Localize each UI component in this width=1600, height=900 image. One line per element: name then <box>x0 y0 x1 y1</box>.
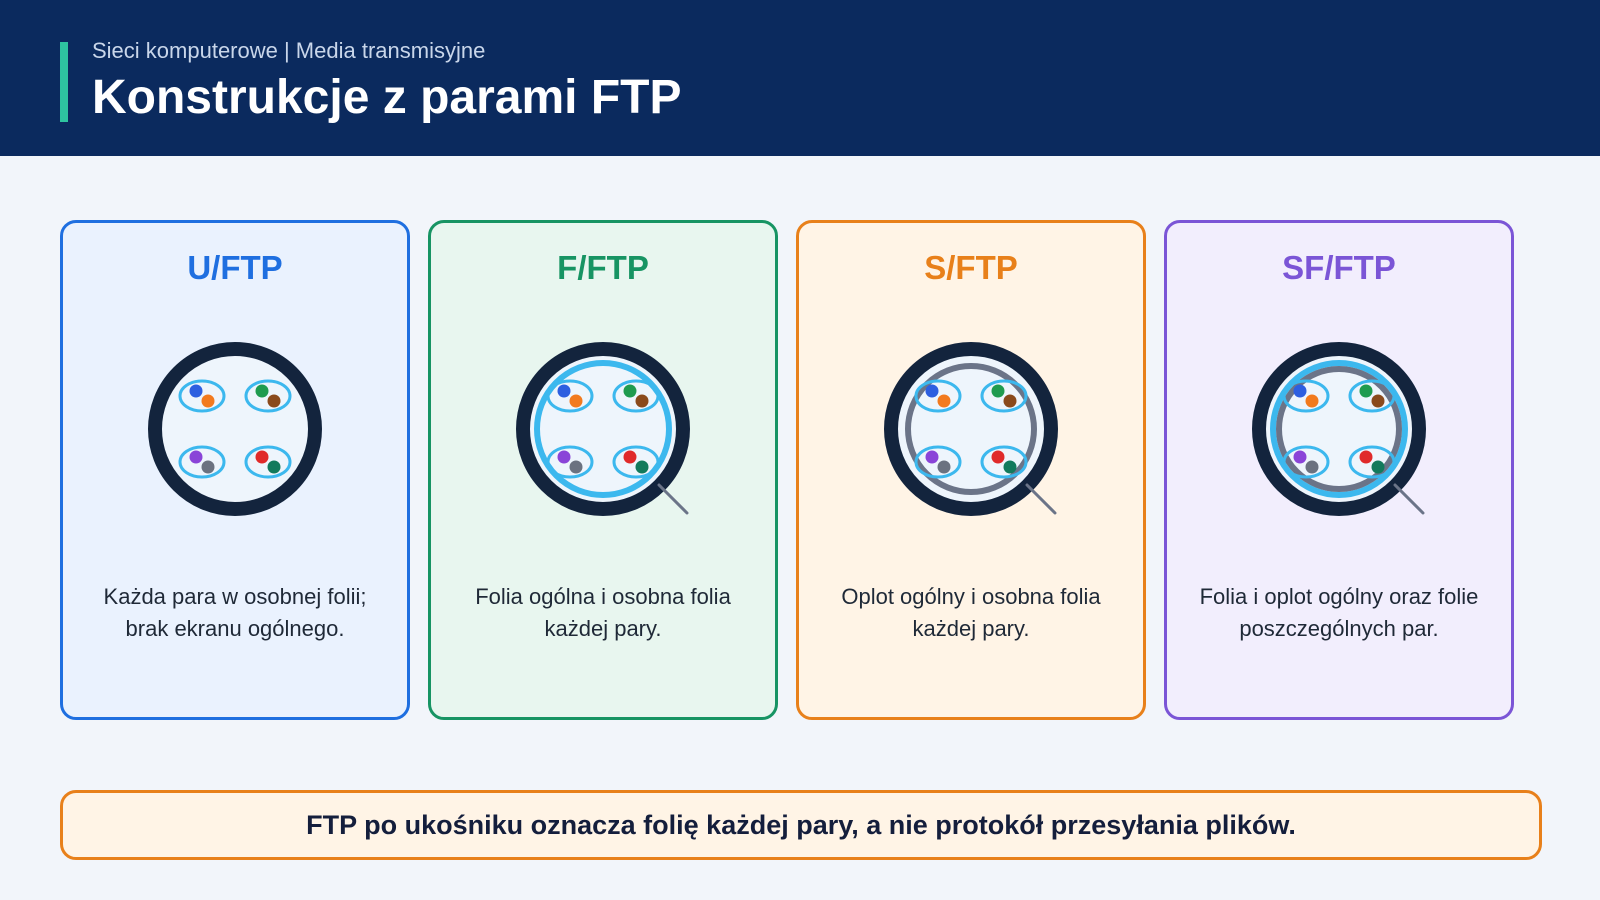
wire-conductor <box>201 394 215 408</box>
drain-wire <box>657 483 689 515</box>
pair-foil <box>244 445 292 479</box>
wire-conductor <box>925 450 939 464</box>
card-sftp: S/FTP Oplot ogólny i osobna folia każdej… <box>796 220 1146 720</box>
wire-conductor <box>937 460 951 474</box>
overall-braid-shield <box>1276 366 1402 492</box>
header-accent-bar <box>60 42 68 122</box>
card-description: Folia i oplot ogólny oraz folie poszczeg… <box>1199 584 1479 641</box>
card-title: SF/FTP <box>1282 249 1396 286</box>
wire-conductor <box>569 394 583 408</box>
card-title: F/FTP <box>557 249 649 286</box>
wire-conductor <box>1371 394 1385 408</box>
card-title: U/FTP <box>187 249 283 286</box>
wire-conductor <box>623 450 637 464</box>
wire-conductor <box>937 394 951 408</box>
pair-foil <box>178 379 226 413</box>
card-sfftp: SF/FTP Folia i oplot ogólny oraz folie p… <box>1164 220 1514 720</box>
wire-conductor <box>1003 394 1017 408</box>
overall-braid-shield <box>905 363 1037 495</box>
header-banner: Sieci komputerowe | Media transmisyjne K… <box>0 0 1600 156</box>
cable-cross-section-fftp <box>516 342 690 516</box>
footnote-box: FTP po ukośniku oznacza folię każdej par… <box>60 790 1542 860</box>
header-subtitle: Sieci komputerowe | Media transmisyjne <box>92 38 486 63</box>
card-description: Folia ogólna i osobna folia każdej pary. <box>475 584 731 641</box>
wire-conductor <box>1305 460 1319 474</box>
pair-foil <box>546 445 594 479</box>
wire-conductor <box>635 460 649 474</box>
footnote-text: FTP po ukośniku oznacza folię każdej par… <box>306 809 1296 840</box>
card-uftp: U/FTP Każda para w osobnej folii; brak e… <box>60 220 410 720</box>
wire-conductor <box>255 384 269 398</box>
cable-cross-section-uftp <box>148 342 322 516</box>
cable-jacket <box>148 342 322 516</box>
pair-foil <box>612 379 660 413</box>
wire-conductor <box>1359 450 1373 464</box>
pair-foil <box>980 445 1028 479</box>
wire-conductor <box>991 384 1005 398</box>
wire-conductor <box>255 450 269 464</box>
card-description: Każda para w osobnej folii; brak ekranu … <box>103 584 367 641</box>
wire-conductor <box>1305 394 1319 408</box>
wire-conductor <box>925 384 939 398</box>
overall-foil-shield <box>534 360 672 498</box>
pair-foil <box>546 379 594 413</box>
pair-foil <box>914 379 962 413</box>
wire-conductor <box>1003 460 1017 474</box>
pair-foil <box>612 445 660 479</box>
wire-conductor <box>557 450 571 464</box>
wire-conductor <box>201 460 215 474</box>
pair-foil <box>914 445 962 479</box>
wire-conductor <box>557 384 571 398</box>
wire-conductor <box>189 450 203 464</box>
pair-foil <box>244 379 292 413</box>
pair-foil <box>178 445 226 479</box>
cable-cross-section-sfftp <box>1252 342 1426 516</box>
card-description: Oplot ogólny i osobna folia każdej pary. <box>841 584 1101 641</box>
wire-conductor <box>569 460 583 474</box>
card-fftp: F/FTP Folia ogólna i osobna folia każdej… <box>428 220 778 720</box>
wire-conductor <box>635 394 649 408</box>
drain-wire <box>1025 483 1057 515</box>
overall-foil-shield <box>1270 360 1408 498</box>
wire-conductor <box>1293 384 1307 398</box>
wire-conductor <box>189 384 203 398</box>
pair-foil <box>1282 379 1330 413</box>
cable-cross-section-sftp <box>884 342 1058 516</box>
card-title: S/FTP <box>924 249 1018 286</box>
wire-conductor <box>267 394 281 408</box>
drain-wire <box>1393 483 1425 515</box>
wire-conductor <box>1359 384 1373 398</box>
pair-foil <box>1348 379 1396 413</box>
wire-conductor <box>1371 460 1385 474</box>
wire-conductor <box>623 384 637 398</box>
wire-conductor <box>991 450 1005 464</box>
page-title: Konstrukcje z parami FTP <box>92 71 682 124</box>
wire-conductor <box>267 460 281 474</box>
pair-foil <box>1348 445 1396 479</box>
wire-conductor <box>1293 450 1307 464</box>
pair-foil <box>980 379 1028 413</box>
pair-foil <box>1282 445 1330 479</box>
